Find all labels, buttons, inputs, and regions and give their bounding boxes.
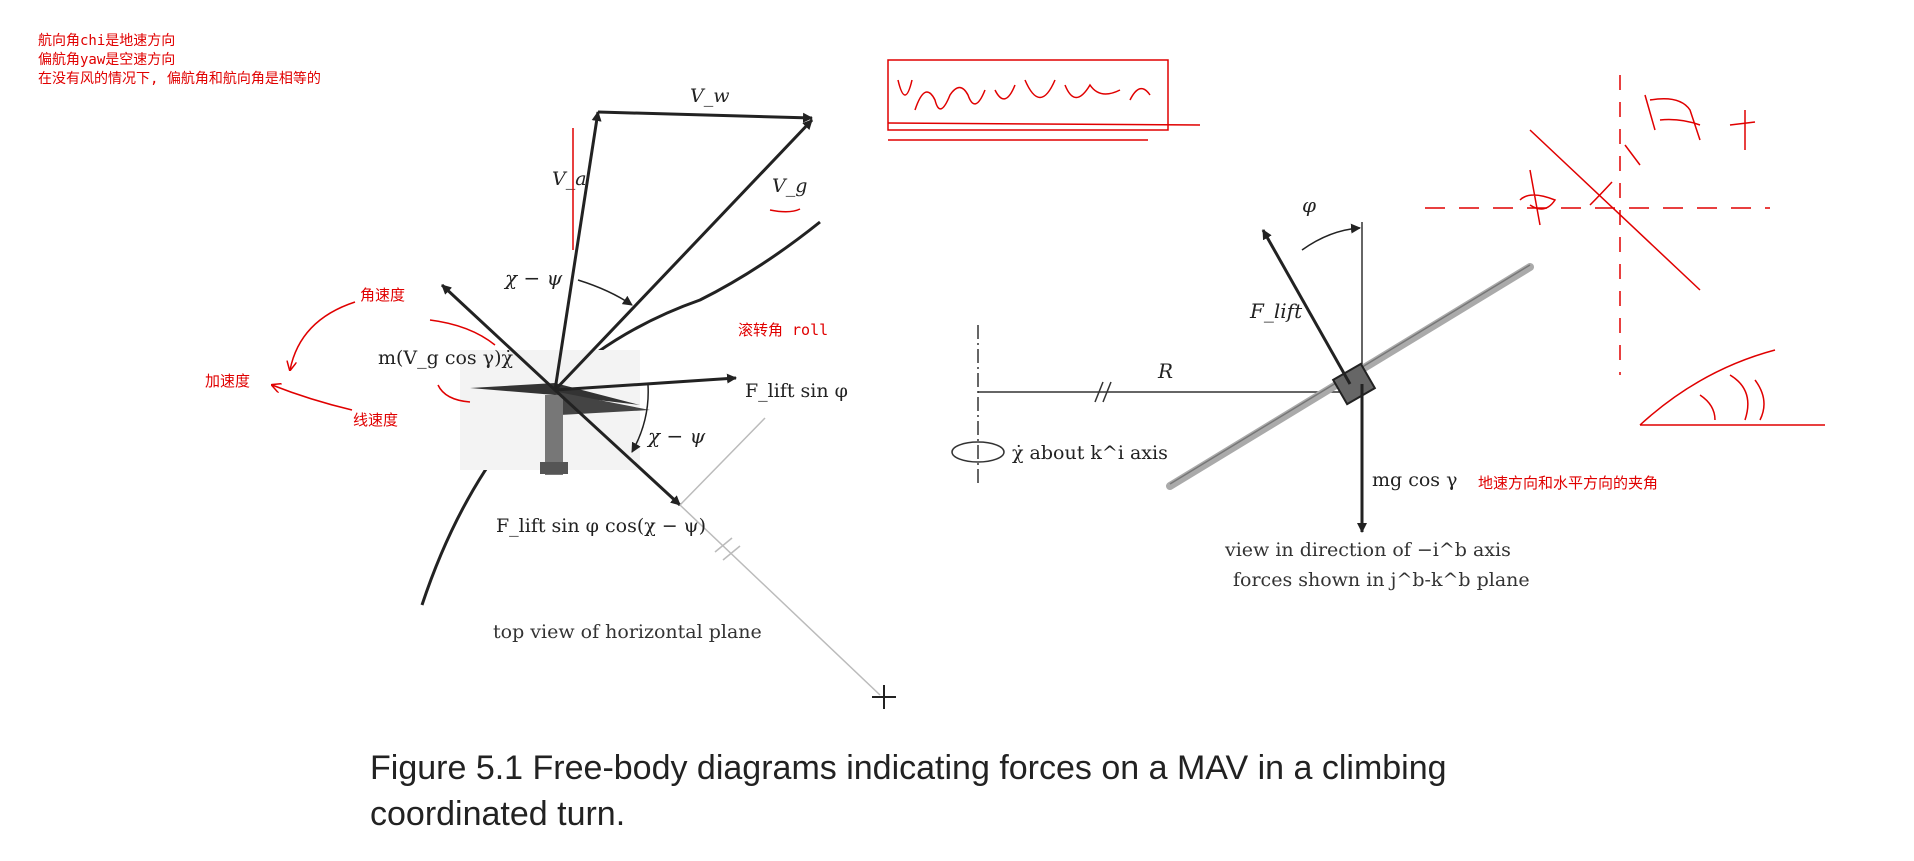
angular-velocity-annotation: 角速度 — [360, 286, 405, 304]
flift-sin-label: F_lift sin φ — [745, 380, 848, 402]
sketch-lower-curves — [1639, 349, 1825, 426]
right-subtitle-line2: forces shown in j^b-k^b plane — [1233, 569, 1530, 591]
centripetal-vector — [440, 283, 557, 392]
aircraft-top-view — [470, 383, 650, 475]
radius-break-1 — [1094, 381, 1104, 403]
note-line-1: 航向角chi是地速方向 — [38, 33, 176, 49]
radial-break-2 — [722, 545, 741, 561]
red-underline-vg — [769, 208, 801, 213]
phi-arc — [1301, 223, 1361, 251]
flift-sincos-vector — [553, 388, 682, 507]
red-arrow-angular — [290, 301, 356, 370]
radius-break-2 — [1102, 381, 1112, 403]
handwriting-sketches — [887, 59, 1825, 426]
right-diagram: φ F_lift R χ̇ about k^i axis mg cos γ vi… — [951, 193, 1658, 591]
dashed-projection — [679, 417, 766, 506]
flift-label: F_lift — [1249, 299, 1303, 323]
sketch-chars — [1624, 94, 1756, 166]
vw-vector — [597, 110, 813, 123]
chi-psi-bottom-label: χ − ψ — [646, 424, 706, 448]
sketch-diagonal — [1529, 129, 1701, 291]
notes-block: 航向角chi是地速方向 偏航角yaw是空速方向 在没有风的情况下, 偏航角和航向… — [38, 32, 321, 89]
vg-label: V_g — [772, 175, 807, 197]
right-subtitle-line1: view in direction of −i^b axis — [1224, 539, 1511, 561]
centripetal-label: m(V_g cos γ)χ̇ — [378, 347, 513, 369]
left-subtitle: top view of horizontal plane — [493, 621, 762, 643]
caption-line-1: Figure 5.1 Free-body diagrams indicating… — [370, 749, 1447, 787]
left-diagram: V_w V_a V_g χ − ψ χ − ψ m(V_g cos γ)χ̇ F… — [205, 85, 896, 709]
radial-break-1 — [714, 537, 733, 553]
angle-arc-top — [577, 279, 633, 306]
handwriting-formula-scribble — [897, 79, 1151, 111]
ground-angle-annotation: 地速方向和水平方向的夹角 — [1478, 474, 1658, 492]
radial-line — [679, 504, 881, 696]
chi-psi-top-label: χ − ψ — [503, 266, 563, 290]
vw-label: V_w — [690, 85, 729, 107]
handwriting-underline — [887, 122, 1201, 141]
va-vector — [553, 111, 602, 391]
note-line-3: 在没有风的情况下, 偏航角和航向角是相等的 — [38, 71, 321, 87]
sketch-phi-scribble — [1519, 169, 1613, 226]
flift-sincos-label: F_lift sin φ cos(χ − ψ) — [496, 515, 706, 537]
red-arrow-linear — [272, 385, 353, 411]
flift-vector — [1261, 229, 1352, 385]
linear-velocity-annotation: 线速度 — [353, 411, 398, 429]
figure-caption: Figure 5.1 Free-body diagrams indicating… — [370, 745, 1570, 837]
phi-label: φ — [1302, 193, 1316, 217]
red-scribble-centripetal — [429, 319, 496, 403]
angle-arc-bottom — [631, 384, 649, 453]
caption-line-2: coordinated turn. — [370, 795, 626, 833]
mg-label: mg cos γ — [1372, 469, 1457, 491]
roll-angle-annotation: 滚转角 roll — [738, 321, 828, 339]
rotation-indicator — [951, 441, 1005, 463]
chi-dot-axis-label: χ̇ about k^i axis — [1012, 442, 1168, 464]
handwriting-box — [887, 59, 1169, 131]
vg-vector — [553, 118, 814, 392]
flight-path-curve — [420, 220, 821, 606]
r-label: R — [1157, 359, 1173, 383]
flift-sin-vector — [554, 373, 737, 392]
note-line-2: 偏航角yaw是空速方向 — [38, 52, 176, 68]
acceleration-annotation: 加速度 — [205, 372, 250, 390]
aircraft-body — [1331, 362, 1377, 406]
va-label: V_a — [552, 168, 587, 190]
